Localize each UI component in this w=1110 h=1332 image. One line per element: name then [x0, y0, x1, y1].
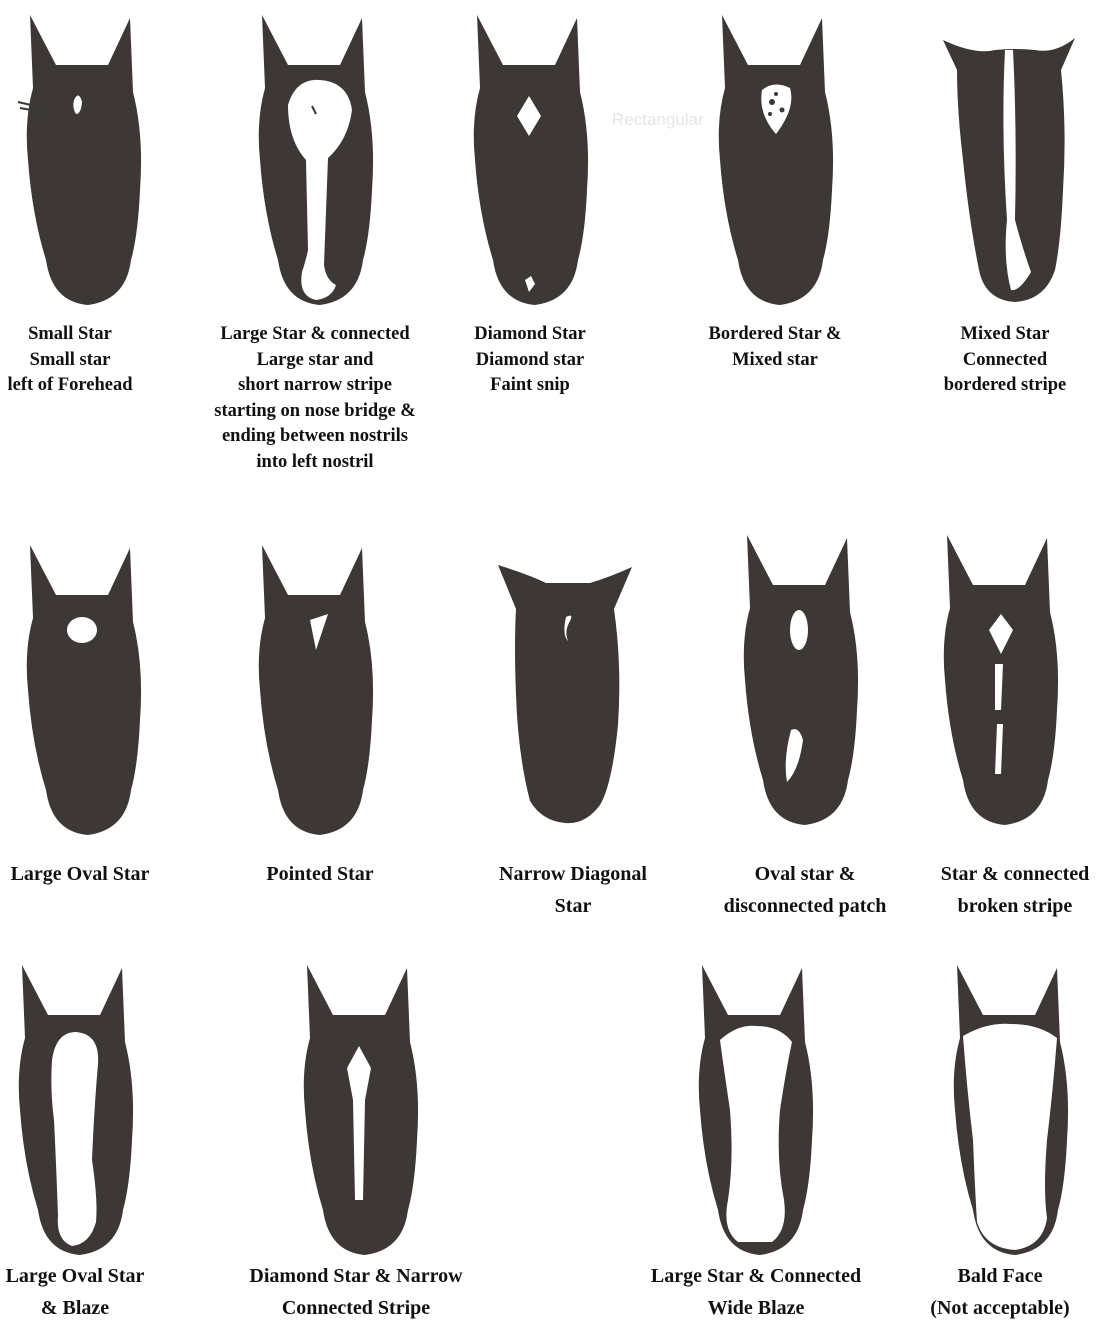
caption-bordered-star: Bordered Star &Mixed star: [690, 322, 860, 373]
caption-oval-star-blaze: Large Oval Star& Blaze: [0, 1260, 150, 1324]
horse-head-narrow-diagonal-star: [490, 555, 640, 855]
horse-head-bald-face: [935, 960, 1085, 1260]
horse-head-diamond-star: [455, 10, 605, 310]
caption-star-broken-stripe: Star & connectedbroken stripe: [920, 858, 1110, 922]
horse-head-mixed-star-stripe: [935, 10, 1085, 310]
horse-head-large-star-stripe: [240, 10, 390, 310]
horse-head-star-wide-blaze: [680, 960, 830, 1260]
caption-mixed-star: Mixed StarConnectedbordered stripe: [930, 322, 1080, 399]
caption-large-star-stripe: Large Star & connectedLarge star andshor…: [195, 322, 435, 475]
horse-head-oval-star-patch: [725, 530, 875, 830]
caption-bald-face: Bald Face(Not acceptable): [905, 1260, 1095, 1324]
caption-pointed-star: Pointed Star: [245, 858, 395, 890]
horse-head-diamond-star-narrow-stripe: [285, 960, 435, 1260]
caption-star-wide-blaze: Large Star & ConnectedWide Blaze: [625, 1260, 887, 1324]
caption-diamond-star: Diamond StarDiamond starFaint snip: [455, 322, 605, 399]
horse-head-pointed-star: [240, 540, 390, 840]
horse-head-bordered-star: [700, 10, 850, 310]
faint-background-text: Rectangular: [612, 110, 704, 130]
caption-oval-star-patch: Oval star &disconnected patch: [700, 858, 910, 922]
caption-narrow-diagonal-star: Narrow DiagonalStar: [478, 858, 668, 922]
horse-head-oval-star-blaze: [0, 960, 150, 1260]
horse-head-star-broken-stripe: [925, 530, 1075, 830]
caption-small-star: Small StarSmall starleft of Forehead: [0, 322, 140, 399]
caption-diamond-star-narrow-stripe: Diamond Star & NarrowConnected Stripe: [225, 1260, 487, 1324]
horse-head-large-oval-star: [8, 540, 158, 840]
caption-large-oval-star: Large Oval Star: [0, 858, 160, 890]
horse-head-small-star: [8, 10, 158, 310]
